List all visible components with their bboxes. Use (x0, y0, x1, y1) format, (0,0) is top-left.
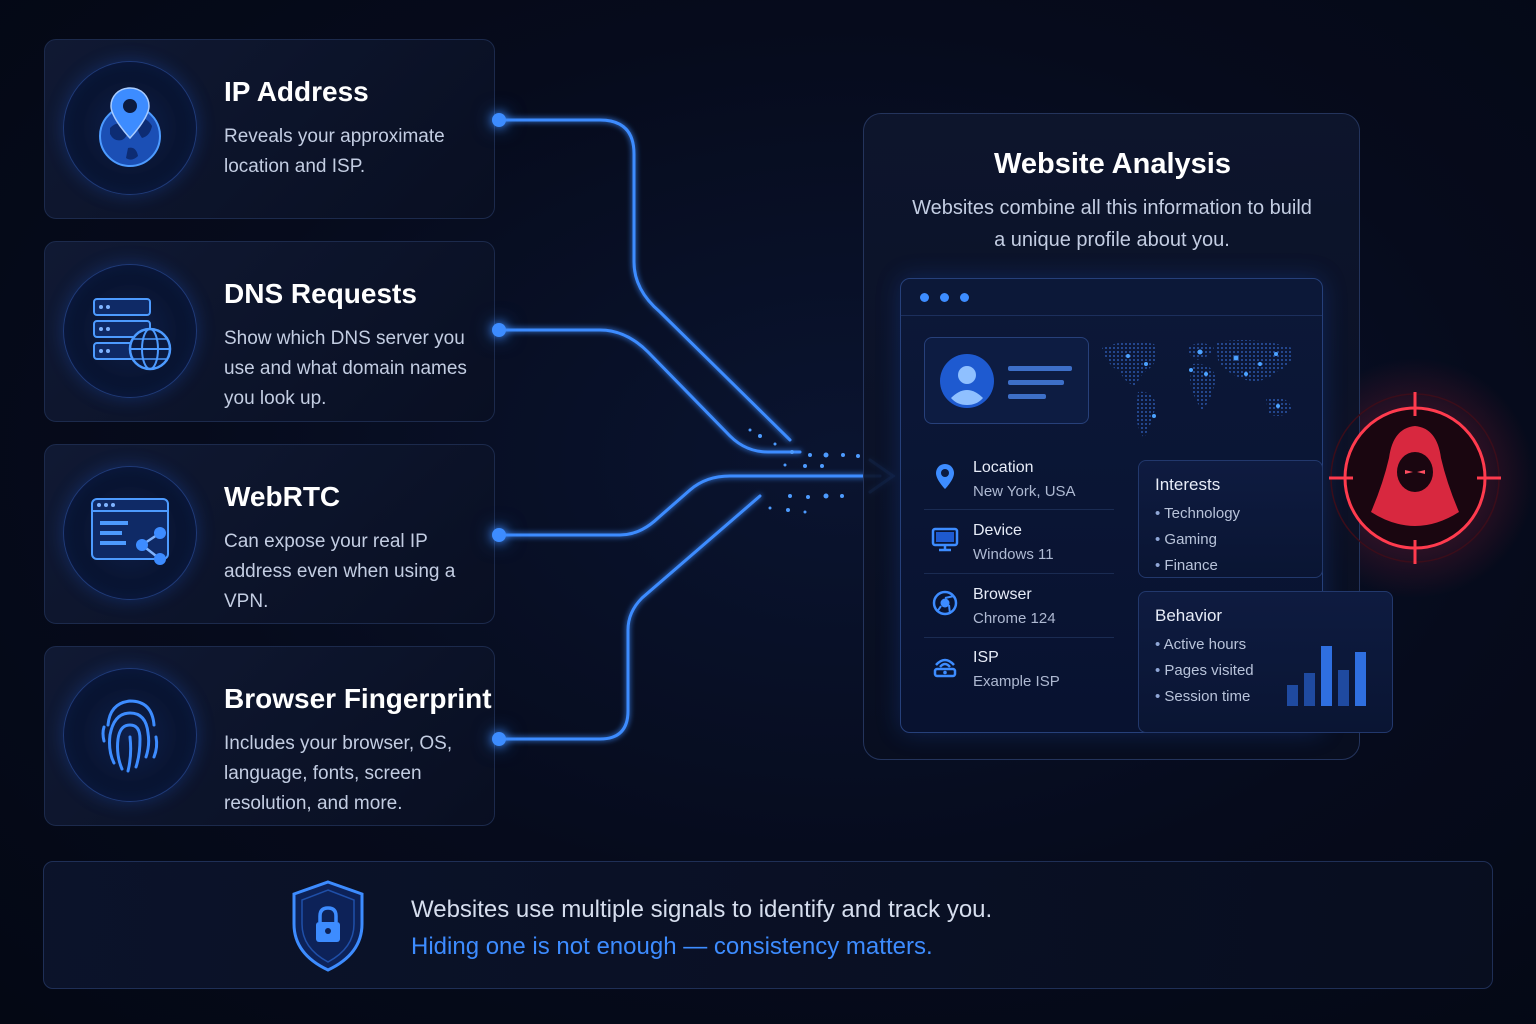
browser-share-icon (63, 466, 197, 600)
connector-node (492, 323, 506, 337)
wire-ip (496, 118, 792, 442)
connector-node (492, 528, 506, 542)
list-item: Active hours (1155, 636, 1254, 662)
activity-bar (1321, 646, 1332, 706)
window-dot (920, 293, 929, 302)
connector-node (492, 113, 506, 127)
detail-row-isp: ISP Example ISP (924, 635, 1114, 697)
source-card-fingerprint: Browser Fingerprint Includes your browse… (44, 646, 495, 826)
footer-message: Websites use multiple signals to identif… (411, 896, 993, 923)
detail-row-device: Device Windows 11 (924, 508, 1114, 570)
list-item: Pages visited (1155, 662, 1253, 688)
source-title: WebRTC (224, 481, 341, 512)
interests-card: Interests Technology Gaming Finance (1138, 460, 1323, 578)
browser-logo-icon (932, 590, 958, 616)
window-dot (960, 293, 969, 302)
source-card-dns: DNS Requests Show which DNS server you u… (44, 241, 495, 422)
source-title: IP Address (224, 76, 369, 107)
source-card-webrtc: WebRTC Can expose your real IP address e… (44, 444, 495, 624)
list-item: Gaming (1155, 531, 1240, 557)
detail-label: ISP (973, 649, 999, 666)
footer-highlight: Hiding one is not enough — consistency m… (411, 933, 933, 960)
monitor-icon (931, 527, 959, 552)
detail-value: Chrome 124 (973, 610, 1056, 627)
fingerprint-icon (63, 668, 197, 802)
wire-fingerprint (496, 494, 762, 741)
divider (924, 509, 1114, 510)
browser-titlebar (901, 279, 1322, 316)
source-card-ip: IP Address Reveals your approximate loca… (44, 39, 495, 219)
connector-node (492, 732, 506, 746)
source-description: Reveals your approximate location and IS… (224, 126, 445, 177)
activity-bar (1338, 670, 1349, 706)
wire-webrtc (496, 474, 882, 537)
router-icon (933, 658, 957, 678)
detail-label: Browser (973, 586, 1032, 603)
world-map (1102, 340, 1293, 438)
hacker-target-icon (1329, 392, 1501, 564)
list-item: Session time (1155, 688, 1254, 714)
server-globe-icon (63, 263, 197, 398)
source-description: Includes your browser, OS, language, fon… (224, 733, 453, 814)
list-item: Technology (1155, 505, 1240, 531)
divider (924, 637, 1114, 638)
interests-list: Technology Gaming Finance (1155, 505, 1240, 583)
detail-value: New York, USA (973, 483, 1076, 500)
behavior-card: Behavior Active hours Pages visited Sess… (1138, 591, 1393, 733)
detail-value: Windows 11 (973, 546, 1054, 563)
footer-banner: Websites use multiple signals to identif… (43, 861, 1493, 989)
wire-dns (496, 328, 802, 454)
source-title: DNS Requests (224, 278, 417, 309)
shield-lock-icon (292, 880, 364, 972)
detail-row-location: Location New York, USA (924, 445, 1114, 507)
detail-value: Example ISP (973, 673, 1060, 690)
divider (924, 573, 1114, 574)
detail-row-browser: Browser Chrome 124 (924, 572, 1114, 634)
particle-stream (748, 428, 860, 514)
activity-bar (1287, 685, 1298, 706)
activity-bar (1355, 652, 1366, 706)
behavior-list: Active hours Pages visited Session time (1155, 636, 1254, 714)
activity-bars (1287, 646, 1366, 706)
activity-bar (1304, 673, 1315, 706)
panel-subtitle: Websites combine all this information to… (912, 197, 1312, 251)
behavior-title: Behavior (1155, 606, 1223, 625)
globe-pin-icon (63, 61, 197, 195)
detail-label: Device (973, 522, 1022, 539)
window-dot (940, 293, 949, 302)
interests-title: Interests (1155, 475, 1221, 494)
source-title: Browser Fingerprint (224, 683, 492, 714)
detail-label: Location (973, 459, 1034, 476)
panel-title: Website Analysis (994, 148, 1231, 180)
user-profile-card (924, 337, 1089, 424)
source-description: Show which DNS server you use and what d… (224, 328, 467, 409)
list-item: Finance (1155, 557, 1240, 583)
location-pin-icon (936, 464, 954, 489)
source-description: Can expose your real IP address even whe… (224, 531, 456, 612)
